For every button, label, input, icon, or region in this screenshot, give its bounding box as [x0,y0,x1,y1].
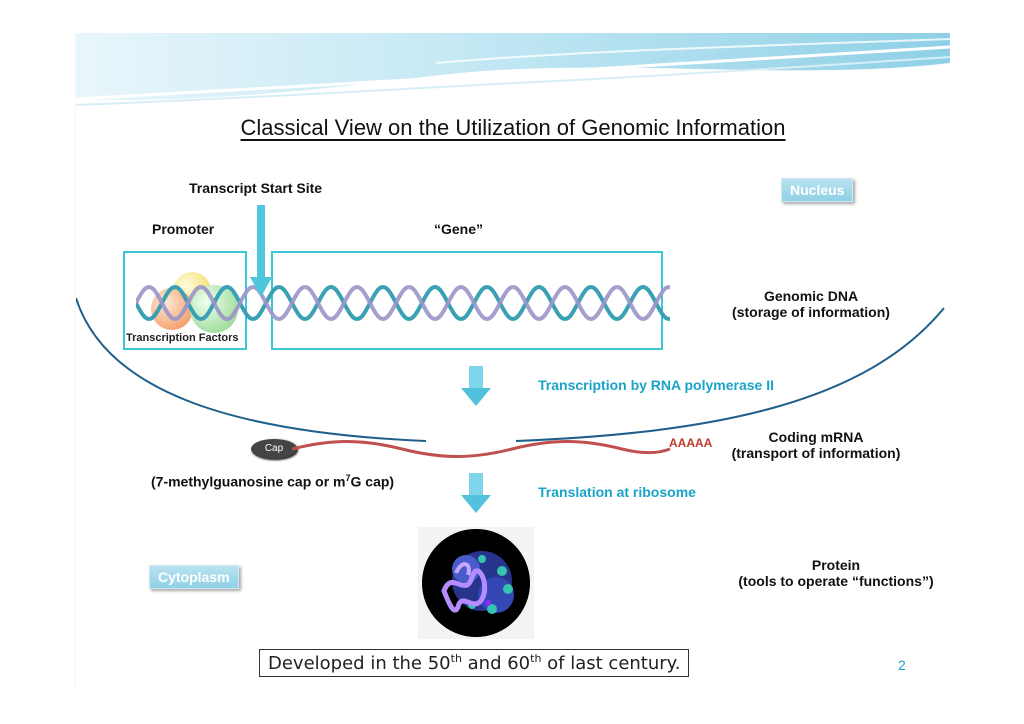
nucleus-badge: Nucleus [781,178,854,202]
coding-mrna-subtitle: (transport of information) [731,445,901,461]
protein-subtitle: (tools to operate “functions”) [738,573,934,589]
footer-sup-2: th [530,652,542,665]
page-number: 2 [898,657,906,673]
poly-a-tail-label: AAAAA [669,436,713,450]
footer-text-2: and 60 [461,653,531,674]
protein-label: Protein (tools to operate “functions”) [726,557,946,589]
nucleus-boundary [76,297,945,442]
footer-text-1: Developed in the 50 [268,653,451,674]
coding-mrna-label: Coding mRNA (transport of information) [726,429,906,461]
cap-description-text-end: G cap) [350,473,395,490]
footer-caption: Developed in the 50th and 60th of last c… [259,649,690,677]
protein-title: Protein [811,557,861,573]
protein-image-frame [418,527,534,639]
genomic-dna-title: Genomic DNA [763,288,859,304]
coding-mrna-title: Coding mRNA [768,429,864,445]
transcription-factors-label: Transcription Factors [126,332,239,344]
genomic-dna-label: Genomic DNA (storage of information) [731,288,891,320]
cap-description-text: (7-methylguanosine cap or m [151,473,346,490]
translation-arrow-icon [461,473,491,513]
cap-icon: Cap [251,439,297,459]
cap-description: (7-methylguanosine cap or m7G cap) [151,473,394,490]
slide: Classical View on the Utilization of Gen… [75,33,950,691]
transcription-arrow-icon [461,366,491,406]
footer-sup-1: th [450,652,462,665]
cytoplasm-badge: Cytoplasm [149,565,239,589]
header-wave-graphic [76,33,950,113]
transcript-start-site-label: Transcript Start Site [189,180,323,196]
cap-description-superscript: 7 [345,473,351,483]
translation-step-label: Translation at ribosome [538,484,696,500]
protein-structure-image [422,529,530,637]
mrna-strand [292,440,671,458]
gene-box [271,251,663,350]
dna-double-helix [136,285,670,321]
gene-label: “Gene” [434,221,484,237]
transcription-step-label: Transcription by RNA polymerase II [538,377,774,393]
promoter-label: Promoter [152,221,215,237]
slide-title: Classical View on the Utilization of Gen… [240,115,786,140]
start-site-arrow-icon [250,205,272,297]
footer-text-3: of last century. [541,653,681,674]
promoter-box [123,251,247,350]
genomic-dna-subtitle: (storage of information) [732,304,890,320]
